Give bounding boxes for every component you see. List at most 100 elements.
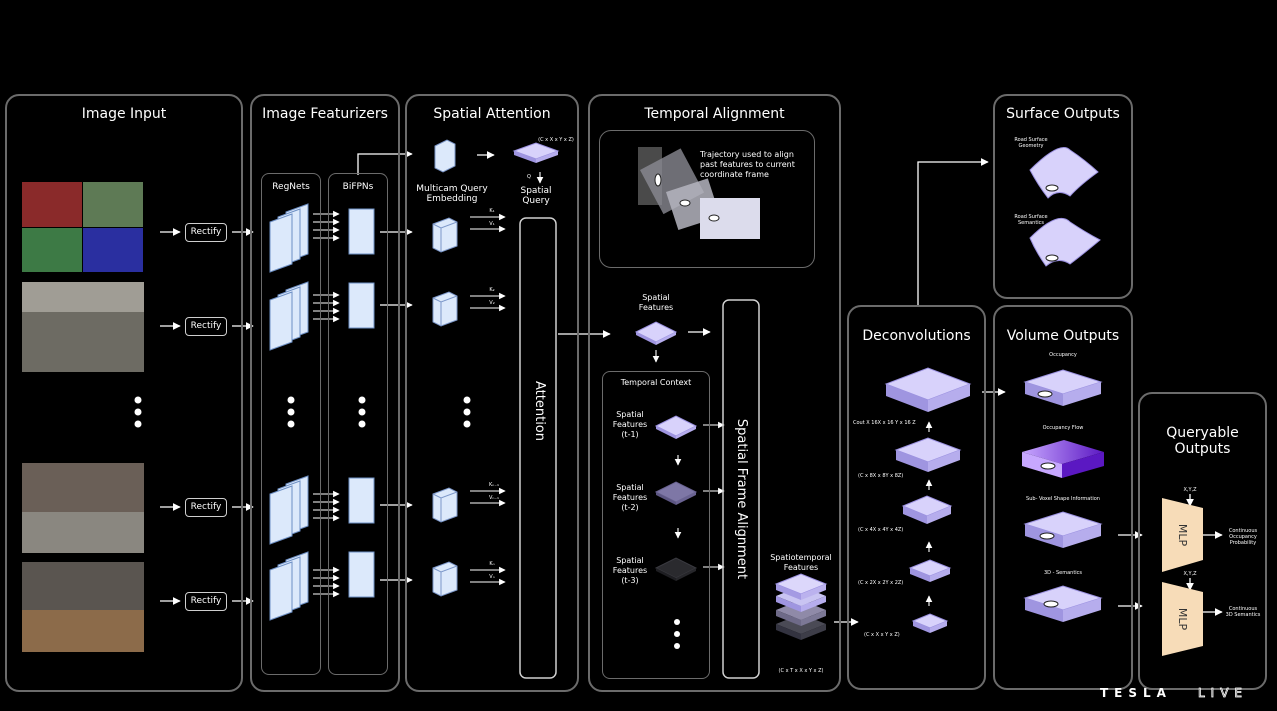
kn-label: Kₙ [489,561,495,567]
spatiotemporal-dims: (C x T x X x Y x Z) [778,668,824,674]
spatiotemporal-line-2: Features [783,563,819,572]
spatiotemporal-stack [774,573,828,640]
surface-outputs-title: Surface Outputs [1006,106,1120,122]
out1-line-3: Probability [1229,540,1257,546]
trajectory-panel [599,130,815,268]
t1-label: Spatial Features (t-1) [605,410,655,440]
subvoxel-label: Sub- Voxel Shape Information [1026,496,1100,502]
live-logo: LIVE [1198,686,1249,701]
regnets-label: RegNets [272,182,310,192]
deconv-dim-4: (C x 2X x 2Y x 2Z) [858,580,904,586]
surface-semantics-label: Road Surface Semantics [1008,214,1054,226]
image-featurizers-panel [250,94,400,692]
deconv-dim-2: (C x 8X x 8Y x 8Z) [858,473,904,479]
queryable-outputs-title: Queryable Outputs [1138,425,1267,457]
xyz-label-2: X,Y,Z [1183,571,1197,577]
trajectory-text: Trajectory used to align past features t… [700,150,800,180]
continuous-semantics-label: Continuous 3D Semantics [1222,606,1264,618]
queryable-outputs-panel [1138,392,1267,690]
xyz-label-1: X,Y,Z [1183,487,1197,493]
attention-block [519,217,557,679]
t3-label: Spatial Features (t-3) [605,556,655,586]
trajectory-line-2: past features to current [700,160,795,169]
surface-geometry-label: Road Surface Geometry [1008,137,1054,149]
t3-line-2: Features [612,566,648,575]
deconvolutions-panel [847,305,986,690]
trajectory-line-1: Trajectory used to align [700,150,794,159]
temporal-context-label: Temporal Context [620,378,692,387]
occupancy-label: Occupancy [1049,352,1077,358]
deconvolution-cubes [884,367,972,633]
spatiotemporal-label: Spatiotemporal Features [763,553,839,573]
spatial-query-line-2: Query [522,196,550,206]
deconvolutions-title: Deconvolutions [862,328,971,344]
out1-line-2: Occupancy [1229,534,1257,540]
feature-cubes [432,139,458,597]
surface-geometry-line-1: Road Surface [1014,137,1048,143]
trajectory-line-3: coordinate frame [700,170,769,179]
bifpns-label: BiFPNs [342,182,374,192]
multicam-line-1: Multicam Query [416,184,488,194]
queryable-outputs-title-line-2: Outputs [1174,441,1231,457]
q-label: Q [527,174,531,180]
rectify-button-4[interactable]: Rectify [185,592,227,611]
regnet-stacks [269,203,309,621]
out2-line-2: 3D Semantics [1225,612,1261,618]
multicam-line-2: Embedding [426,194,478,204]
spatial-features-plane [634,321,678,345]
deconv-dim-1: Cout X 16X x 16 Y x 16 Z [853,420,916,426]
t1-line-2: Features [612,420,648,429]
deconv-dim-3: (C x 4X x 4Y x 4Z) [858,527,904,533]
bifpns-panel [328,173,388,675]
rectify-button-1[interactable]: Rectify [185,223,227,242]
surface-geometry-line-2: Geometry [1018,143,1044,149]
rectify-button-3[interactable]: Rectify [185,498,227,517]
spatial-attention-title: Spatial Attention [433,106,551,122]
surface-outputs-panel [993,94,1133,299]
t1-line-3: (t-1) [621,430,639,439]
spatial-frame-alignment-label: Spatial Frame Alignment [734,418,749,580]
image-featurizers-title: Image Featurizers [262,106,388,122]
t2-line-2: Features [612,493,648,502]
t3-line-3: (t-3) [621,576,639,585]
continuous-occupancy-label: Continuous Occupancy Probability [1222,528,1264,546]
spatial-frame-alignment-block [722,299,760,679]
temporal-alignment-panel [588,94,841,692]
image-input-panel [5,94,243,692]
attention-label: Attention [532,381,547,441]
temporal-alignment-title: Temporal Alignment [644,106,785,122]
spatial-features-label: Spatial Features [630,293,682,313]
volume-outputs-title: Volume Outputs [1006,328,1120,344]
surface-semantics-line-1: Road Surface [1014,214,1048,220]
multicam-label: Multicam Query Embedding [412,184,492,204]
t3-line-1: Spatial [616,556,644,565]
deconv-dim-5: (C x X x Y x Z) [864,632,900,638]
t2-line-1: Spatial [616,483,644,492]
volume-outputs-panel [993,305,1133,690]
spatiotemporal-line-1: Spatiotemporal [770,553,832,562]
mlp-blocks [1162,498,1203,656]
bifpn-blocks [348,208,375,598]
queryable-outputs-title-line-1: Queryable [1166,425,1239,441]
occupancy-flow-label: Occupancy Flow [1042,425,1084,431]
temporal-context-panel [602,371,710,679]
image-input-title: Image Input [81,106,167,122]
3d-semantics-label: 3D - Semantics [1043,570,1083,576]
surface-semantics-line-2: Semantics [1017,220,1045,226]
rectify-button-2[interactable]: Rectify [185,317,227,336]
v1-label: V₁ [489,221,495,227]
surface-sheets [1029,147,1101,267]
vn-label: Vₙ [489,574,495,580]
kn1-label: Kₙ₋₁ [489,482,499,488]
mlp-label-2: MLP [1176,607,1189,631]
tesla-logo: TESLA [1100,686,1172,700]
t1-line-1: Spatial [616,410,644,419]
trajectory-frames [638,147,760,239]
v2-label: V₂ [489,300,495,306]
temporal-context-features [654,415,698,581]
spatial-query-label: Spatial Query [510,186,562,206]
t2-label: Spatial Features (t-2) [605,483,655,513]
spatial-attention-panel [405,94,579,692]
